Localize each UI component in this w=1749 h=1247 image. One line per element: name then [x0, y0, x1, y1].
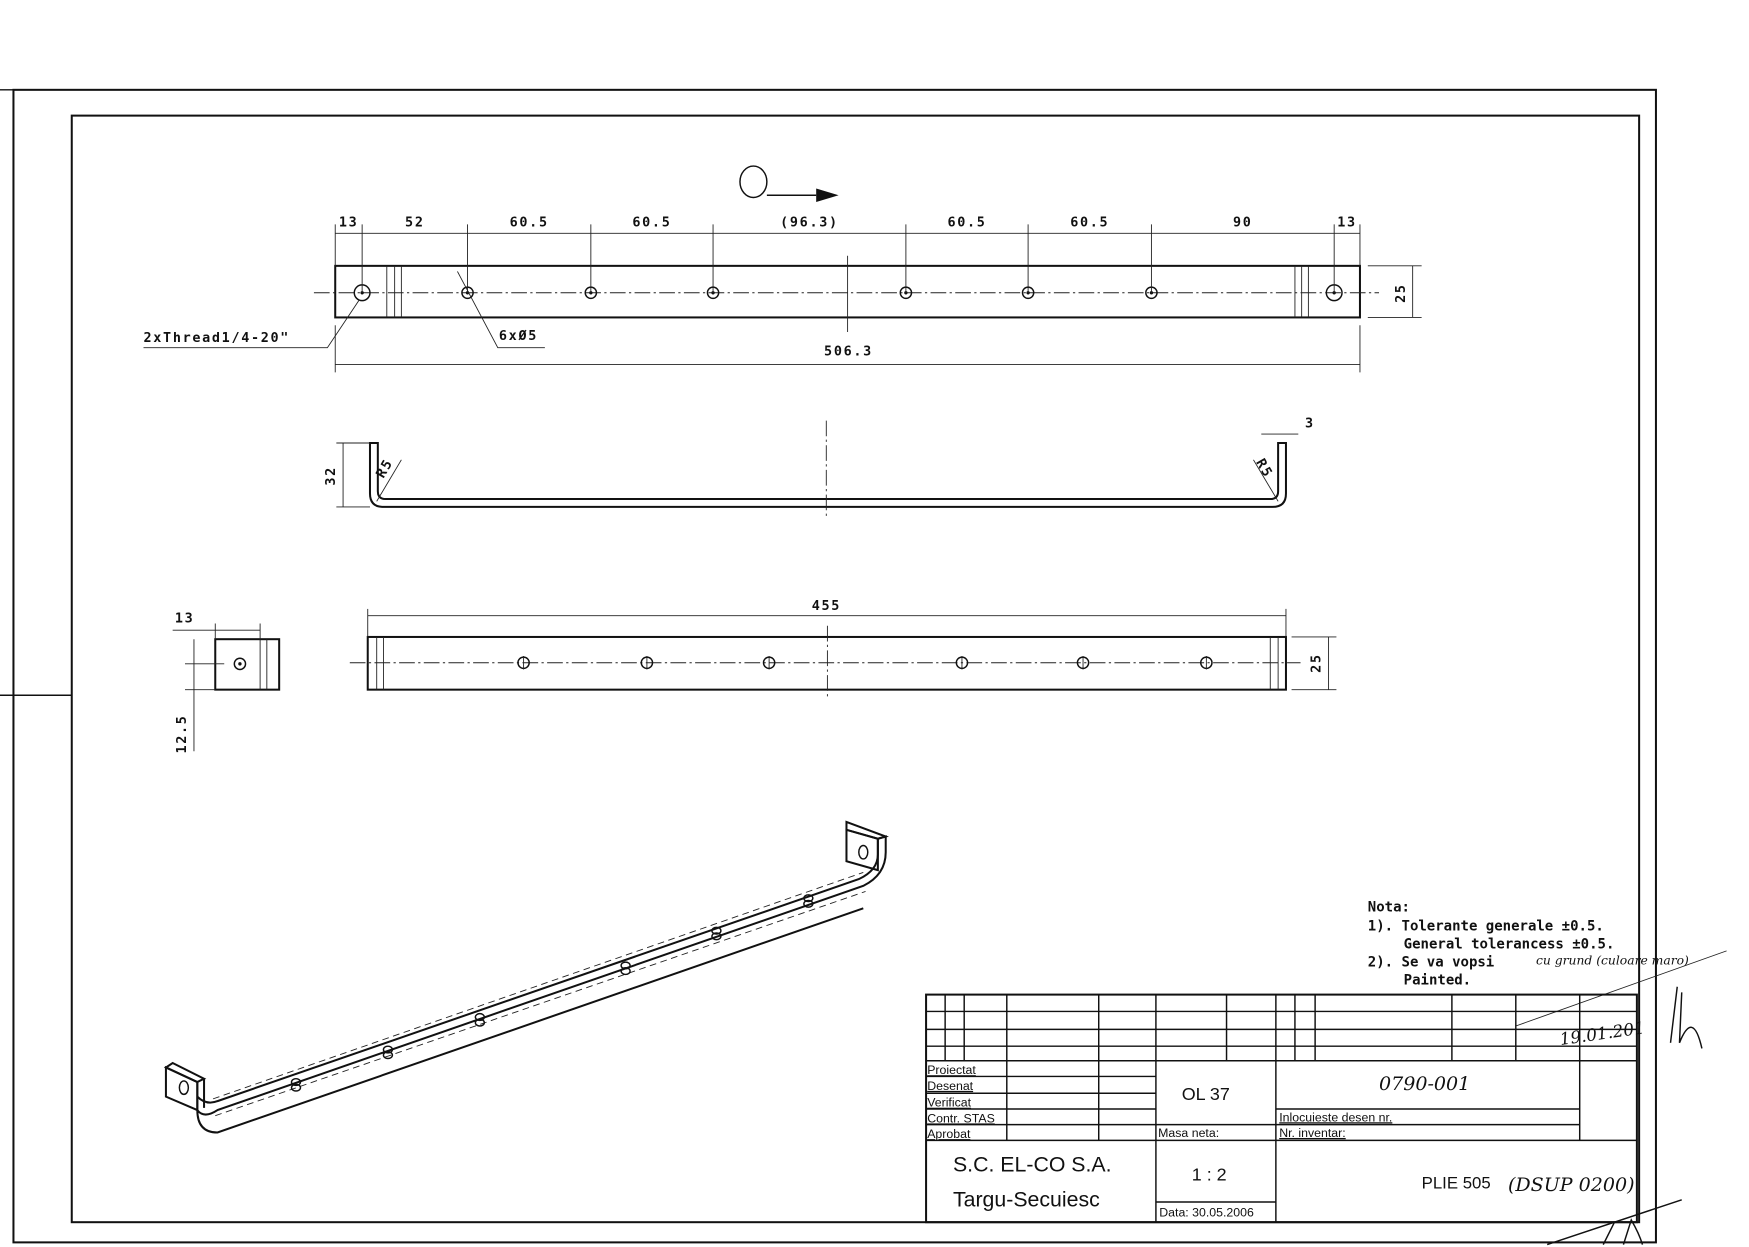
material: OL 37 [1182, 1084, 1230, 1104]
view-direction-symbol [739, 165, 839, 202]
note-2: 2). Se va vopsi [1368, 955, 1494, 971]
hole [290, 1077, 302, 1087]
hole [382, 1051, 394, 1060]
signature-bottom [1546, 1199, 1682, 1246]
bottom-length-dim: 455 [812, 599, 841, 614]
pitch-dim: 13 [1337, 216, 1357, 231]
drawing-number: 0790-001 [1379, 1073, 1470, 1095]
hole [382, 1045, 394, 1054]
pitch-dim: 60.5 [510, 216, 549, 231]
pitch-dim: 52 [405, 216, 425, 231]
top-width-dim: 25 [1394, 283, 1409, 303]
thickness-dim: 3 [1305, 416, 1315, 431]
bottom-width-dim: 25 [1310, 653, 1325, 673]
end-view: 13 12.5 [172, 611, 281, 754]
radius-right-dim: R5 [1252, 457, 1275, 481]
thread-note: 2xThread1/4-20" [144, 331, 291, 346]
hole [474, 1012, 486, 1022]
inventory-label: Nr. inventar: [1279, 1126, 1345, 1140]
hole [711, 926, 722, 935]
pitch-dim: 60.5 [1070, 216, 1109, 231]
hole [711, 932, 722, 941]
pitch-dim: 60.5 [632, 216, 671, 231]
company-name: S.C. EL-CO S.A. [953, 1153, 1112, 1177]
role-verificat: Verificat [927, 1096, 971, 1110]
hole [290, 1083, 302, 1092]
end-offset-dim: 12.5 [175, 714, 190, 753]
hole [803, 899, 814, 908]
note-1: 1). Tolerante generale ±0.5. [1368, 919, 1604, 935]
mass-label: Masa neta: [1158, 1126, 1219, 1140]
overall-length-dim: 506.3 [824, 345, 873, 360]
side-view: 32 R5 R5 3 [324, 416, 1315, 519]
hole [474, 1018, 486, 1027]
drawing-frame [0, 88, 1657, 1244]
role-contr-stas: Contr. STAS [927, 1111, 995, 1125]
company-city: Targu-Secuiesc [953, 1188, 1100, 1212]
note-2-en: Painted. [1404, 973, 1471, 989]
role-aprobat: Aprobat [927, 1127, 971, 1141]
pitch-dim: (96.3) [780, 216, 839, 231]
bottom-view: 455 25 [349, 599, 1337, 700]
hole [803, 894, 814, 903]
note-1-en: General tolerancess ±0.5. [1404, 937, 1615, 953]
notes: Nota: 1). Tolerante generale ±0.5. Gener… [1368, 900, 1727, 1027]
part-name-handwritten: (DSUP 0200) [1508, 1174, 1635, 1196]
revision-date-handwritten: 19.01.201 [1558, 1017, 1645, 1049]
end-width-dim: 13 [175, 611, 195, 626]
pitch-dim: 60.5 [947, 216, 986, 231]
pitch-dim: 13 [339, 216, 359, 231]
isometric-view [163, 820, 889, 1134]
note-2-handwritten: cu grund (culoare maro) [1536, 953, 1689, 967]
role-proiectat: Proiectat [927, 1063, 976, 1077]
pitch-dim: 90 [1233, 216, 1253, 231]
side-height-dim: 32 [324, 466, 339, 486]
replaces-label: Inlocuieste desen nr. [1279, 1110, 1392, 1124]
date: Data: 30.05.2006 [1159, 1206, 1254, 1220]
hole [620, 966, 631, 976]
holes-note: 6xØ5 [499, 329, 538, 344]
hole [620, 961, 631, 970]
part-name: PLIE 505 [1422, 1174, 1491, 1193]
notes-title: Nota: [1368, 900, 1410, 916]
title-block: Proiectat Desenat Verificat Contr. STAS … [925, 986, 1703, 1246]
signature [1669, 986, 1703, 1049]
role-desenat: Desenat [927, 1079, 973, 1093]
scale: 1 : 2 [1192, 1165, 1227, 1185]
